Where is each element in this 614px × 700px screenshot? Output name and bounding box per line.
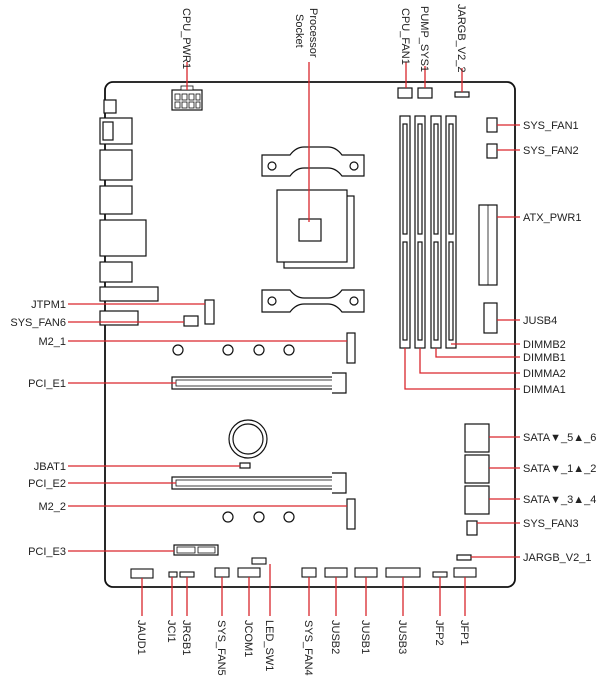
jfp2-header xyxy=(432,571,448,578)
label-jrgb1: JRGB1 xyxy=(180,620,192,655)
led-sw1-switch xyxy=(251,557,267,565)
label-pump-sys1: PUMP_SYS1 xyxy=(418,6,430,72)
pci-e2-slot xyxy=(171,472,347,494)
sys-fan2-header xyxy=(486,143,498,159)
label-jusb1: JUSB1 xyxy=(359,620,371,654)
label-m2-2: M2_2 xyxy=(38,501,66,513)
label-sys-fan1: SYS_FAN1 xyxy=(523,120,579,132)
label-pci-e1: PCI_E1 xyxy=(28,378,66,390)
sata-connectors xyxy=(464,423,490,515)
label-jusb3: JUSB3 xyxy=(396,620,408,654)
atx-pwr1-connector xyxy=(478,204,498,286)
sys-fan3-header xyxy=(466,520,478,536)
label-processor-socket-line1: Processor xyxy=(307,8,319,58)
jfp1-header xyxy=(453,567,477,578)
label-sys-fan5: SYS_FAN5 xyxy=(215,620,227,676)
cpu-socket xyxy=(276,189,355,269)
sys-fan1-header xyxy=(486,117,498,133)
cpu-retention-bracket-bottom xyxy=(261,289,365,313)
jbat1-jumper xyxy=(239,462,251,469)
label-m2-1: M2_1 xyxy=(38,336,66,348)
cmos-battery xyxy=(228,419,268,459)
jargb-v2-2-header xyxy=(454,91,470,98)
label-atx-pwr1: ATX_PWR1 xyxy=(523,212,581,224)
sys-fan4-header xyxy=(301,567,317,578)
jrgb1-header xyxy=(179,571,195,578)
label-jfp2: JFP2 xyxy=(433,620,445,646)
jusb1-header xyxy=(354,567,378,578)
label-jusb4: JUSB4 xyxy=(523,315,557,327)
label-dimma1: DIMMA1 xyxy=(523,384,566,396)
label-sata-5-6: SATA▼_5▲_6 xyxy=(523,432,596,444)
label-jusb2: JUSB2 xyxy=(329,620,341,654)
cpu-fan1-header xyxy=(397,87,413,99)
jusb2-header xyxy=(324,567,348,578)
label-jaud1: JAUD1 xyxy=(135,620,147,655)
pci-e3-slot xyxy=(173,544,219,556)
pump-sys1-header xyxy=(417,87,433,99)
label-sys-fan4: SYS_FAN4 xyxy=(302,620,314,676)
m2-1-standoffs xyxy=(172,344,295,356)
label-jtpm1: JTPM1 xyxy=(31,299,66,311)
label-sata-1-2: SATA▼_1▲_2 xyxy=(523,463,596,475)
label-jcom1: JCOM1 xyxy=(242,620,254,657)
rear-io xyxy=(99,99,159,326)
m2-2-slot xyxy=(346,498,356,530)
label-processor-socket-line2: Socket xyxy=(293,14,305,48)
m2-2-standoffs xyxy=(222,511,295,523)
m2-1-slot xyxy=(346,332,356,364)
jtpm1-header xyxy=(204,299,215,325)
label-sys-fan3: SYS_FAN3 xyxy=(523,518,579,530)
label-sata-3-4: SATA▼_3▲_4 xyxy=(523,494,596,506)
label-jbat1: JBAT1 xyxy=(34,461,66,473)
jargb-v2-1-header xyxy=(456,554,472,561)
sys-fan6-header xyxy=(183,315,199,327)
board-outline xyxy=(104,81,516,588)
jusb4-connector xyxy=(483,302,498,334)
label-dimma2: DIMMA2 xyxy=(523,368,566,380)
label-sys-fan2: SYS_FAN2 xyxy=(523,145,579,157)
cpu-retention-bracket-top xyxy=(261,146,365,177)
sys-fan5-header xyxy=(214,567,230,578)
pci-e1-slot xyxy=(171,372,347,394)
jusb3-header xyxy=(385,567,421,578)
jci1-header xyxy=(168,571,178,578)
label-dimmb1: DIMMB1 xyxy=(523,352,566,364)
label-cpu-fan1: CPU_FAN1 xyxy=(399,8,411,65)
label-pci-e3: PCI_E3 xyxy=(28,546,66,558)
label-jargb-v2-2: JARGB_V2_2 xyxy=(455,4,467,72)
label-sys-fan6: SYS_FAN6 xyxy=(10,317,66,329)
label-dimmb2: DIMMB2 xyxy=(523,339,566,351)
leader-lines xyxy=(68,62,520,616)
label-jfp1: JFP1 xyxy=(458,620,470,646)
jcom1-header xyxy=(237,567,261,578)
label-jargb-v2-1: JARGB_V2_1 xyxy=(523,552,591,564)
label-pci-e2: PCI_E2 xyxy=(28,478,66,490)
label-jci1: JCI1 xyxy=(165,620,177,643)
jaud1-header xyxy=(130,568,154,579)
label-led-sw1: LED_SW1 xyxy=(263,620,275,671)
label-cpu-pwr1: CPU_PWR1 xyxy=(180,8,192,69)
